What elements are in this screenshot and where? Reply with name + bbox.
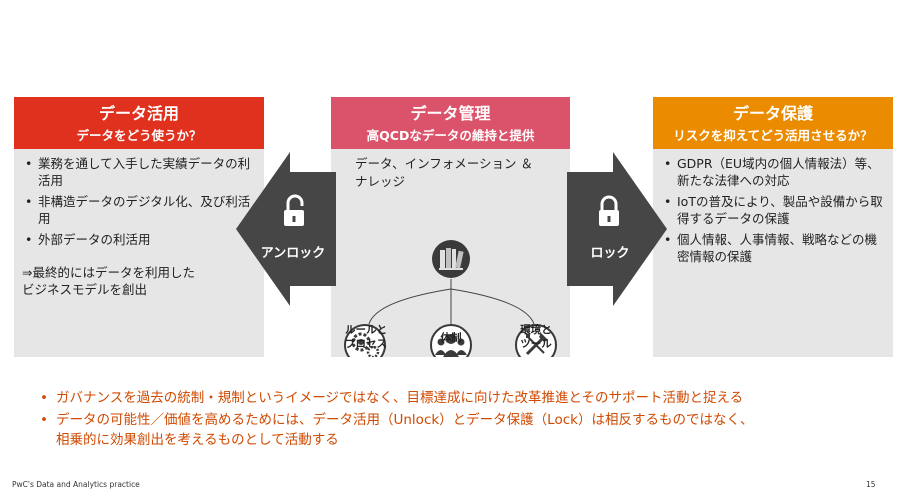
unlock-icon	[284, 194, 304, 226]
intro-line: ナレッジ	[355, 174, 406, 189]
data-utilization-list: 業務を通して入手した実績データの利活用 非構造データのデジタル化、及び利活用 外…	[14, 149, 264, 248]
unlock-label: アンロック	[260, 246, 326, 261]
node-label-line: ルールと	[345, 324, 387, 336]
data-protection-panel: データ保護 リスクを抑えてどう活用させるか？ GDPR（EU域内の個人情報法）等…	[653, 97, 893, 357]
governance-points: ガバナンスを過去の統制・規制というイメージではなく、目標達成に向けた改革推進とそ…	[40, 388, 870, 452]
governance-line: 相乗的に効果創出を考えるものとして活動する	[56, 432, 339, 448]
team-icon	[430, 324, 472, 357]
data-protection-list: GDPR（EU域内の個人情報法）等、新たな法律への対応 IoTの普及により、製品…	[653, 149, 893, 265]
intro-line: データ、インフォメーション ＆	[355, 156, 533, 171]
list-item: 業務を通して入手した実績データの利活用	[22, 155, 254, 189]
unlock-arrow: アンロック	[236, 152, 336, 306]
governance-line: データの可能性／価値を高めるためには、データ活用（Unlock）とデータ保護（L…	[56, 412, 754, 428]
governance-point: データの可能性／価値を高めるためには、データ活用（Unlock）とデータ保護（L…	[40, 410, 870, 450]
list-item: 外部データの利活用	[22, 231, 254, 248]
footer-text: PwC's Data and Analytics practice	[12, 480, 140, 489]
data-management-diagram	[344, 240, 557, 357]
node-label-env-tools: 環境と ツール	[509, 323, 563, 351]
node-label-line: 環境と	[520, 324, 552, 336]
conclusion-line: ⇒最終的にはデータを利用した	[22, 265, 195, 280]
data-utilization-conclusion: ⇒最終的にはデータを利用した ビジネスモデルを創出	[14, 252, 264, 298]
conclusion-line: ビジネスモデルを創出	[22, 282, 148, 297]
node-label-line: 体制	[440, 332, 462, 344]
tree-connectors	[368, 279, 535, 325]
data-management-panel: データ管理 高QCDなデータの維持と提供 データ、インフォメーション ＆ ナレッ…	[331, 97, 570, 357]
data-utilization-title: データ活用	[98, 104, 179, 123]
data-management-subtitle: 高QCDなデータの維持と提供	[366, 128, 535, 143]
right-arrow-shape	[567, 152, 667, 306]
books-icon	[432, 240, 470, 278]
data-management-intro: データ、インフォメーション ＆ ナレッジ	[331, 149, 570, 191]
gears-icon	[344, 324, 386, 357]
list-item: GDPR（EU域内の個人情報法）等、新たな法律への対応	[661, 155, 883, 189]
node-label-line: ツール	[520, 338, 552, 350]
data-management-title: データ管理	[410, 104, 491, 123]
data-utilization-header: データ活用 データをどう使うか？	[14, 97, 264, 149]
data-management-header: データ管理 高QCDなデータの維持と提供	[331, 97, 570, 149]
lock-icon	[599, 195, 619, 226]
data-protection-subtitle: リスクを抑えてどう活用させるか？	[673, 128, 873, 143]
data-utilization-panel: データ活用 データをどう使うか？ 業務を通して入手した実績データの利活用 非構造…	[14, 97, 264, 357]
list-item: 個人情報、人事情報、戦略などの機密情報の保護	[661, 231, 883, 265]
lock-arrow: ロック	[567, 152, 667, 306]
data-protection-title: データ保護	[732, 104, 813, 123]
data-utilization-subtitle: データをどう使うか？	[76, 128, 202, 143]
lock-label: ロック	[590, 246, 630, 261]
governance-point: ガバナンスを過去の統制・規制というイメージではなく、目標達成に向けた改革推進とそ…	[40, 388, 870, 408]
governance-line: ガバナンスを過去の統制・規制というイメージではなく、目標達成に向けた改革推進とそ…	[56, 390, 744, 406]
node-label-line: プロセス	[345, 338, 387, 350]
tools-icon	[515, 324, 557, 357]
list-item: IoTの普及により、製品や設備から取得するデータの保護	[661, 193, 883, 227]
page-number: 15	[866, 480, 876, 489]
node-label-organization: 体制	[426, 331, 476, 345]
data-protection-header: データ保護 リスクを抑えてどう活用させるか？	[653, 97, 893, 149]
list-item: 非構造データのデジタル化、及び利活用	[22, 193, 254, 227]
left-arrow-shape	[236, 152, 336, 306]
node-label-rules-process: ルールと プロセス	[341, 323, 391, 351]
